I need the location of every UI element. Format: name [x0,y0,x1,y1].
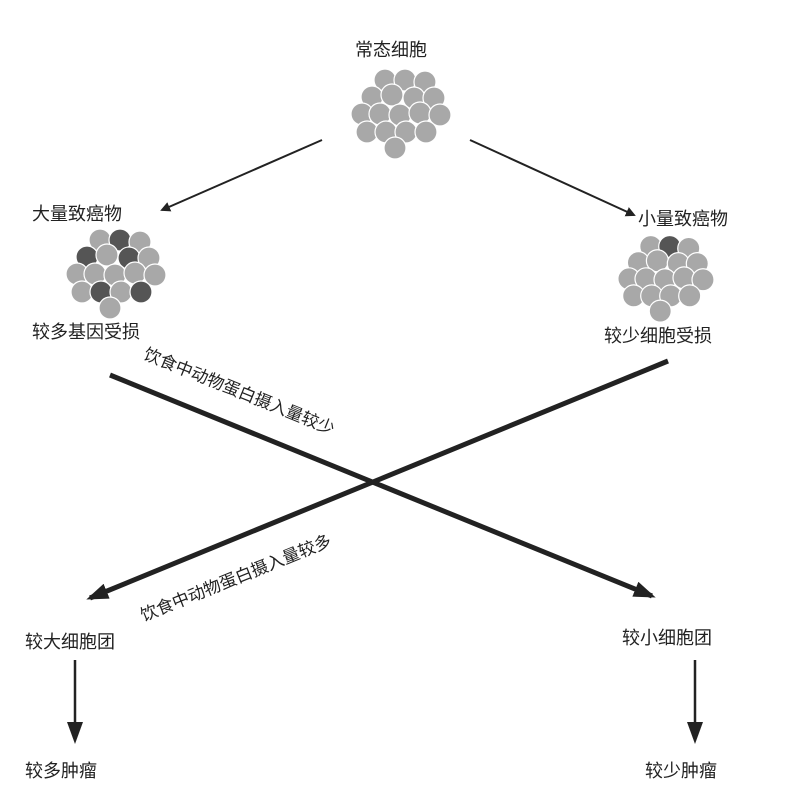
cell [383,136,407,160]
arrow-to-low-carcinogen [469,139,636,217]
more-gene-damage-label: 较多基因受损 [32,322,140,343]
smaller-cluster-label: 较小细胞团 [622,628,712,649]
arrow-high-protein [86,358,669,601]
fewer-tumors-label: 较少肿瘤 [645,761,717,782]
cell [678,284,702,308]
low-carcinogen-label: 小量致癌物 [638,209,728,230]
cell [143,263,167,287]
cell [98,296,122,320]
normal-cell-cluster [350,68,452,160]
heavily-damaged-cell-cluster [65,228,167,320]
more-tumors-label: 较多肿瘤 [25,761,97,782]
arrow-to-high-carcinogen [160,139,323,212]
cell [691,268,715,292]
cell [428,103,452,127]
normal-cells-label: 常态细胞 [355,40,427,61]
cell [648,299,672,323]
less-cell-damage-label: 较少细胞受损 [604,326,712,347]
damaged-cell [129,280,153,304]
high-carcinogen-label: 大量致癌物 [32,204,122,225]
cell [380,83,404,107]
cell [95,243,119,267]
larger-cluster-label: 较大细胞团 [25,632,115,653]
arrow-low-protein [109,372,656,599]
cell [414,120,438,144]
lightly-damaged-cell-cluster [617,234,715,323]
